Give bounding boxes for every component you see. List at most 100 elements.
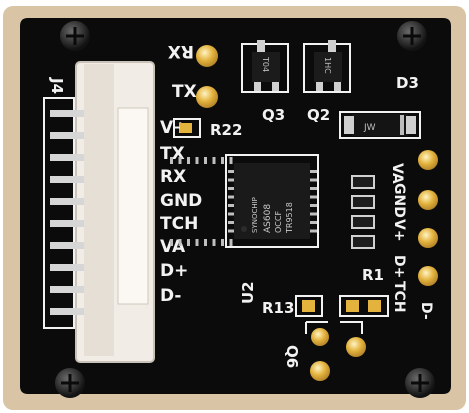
pin-label: D+ — [160, 261, 188, 281]
chip-pin — [212, 157, 216, 164]
pad-label: GND — [391, 183, 407, 218]
connector-pin — [50, 176, 84, 183]
chip-pin — [170, 157, 173, 164]
chip-pin — [204, 239, 207, 246]
q6-label: Q6 — [283, 345, 301, 368]
r1-footprint — [339, 295, 389, 317]
u2-label: U2 — [239, 281, 257, 304]
chip-pin — [195, 157, 199, 164]
r13-label: R13 — [262, 299, 294, 317]
connector-pin — [50, 132, 84, 139]
connector-pin — [50, 220, 84, 227]
connector-pin — [50, 264, 84, 271]
q2-label: Q2 — [307, 106, 330, 124]
chip-pin — [187, 239, 190, 246]
screw-icon — [60, 21, 90, 51]
chip-pin — [310, 221, 317, 224]
chip-brand: SYNOCHIP — [251, 197, 259, 233]
chip-pin — [178, 239, 182, 246]
chip-pin — [204, 157, 207, 164]
q2-transistor: 1HC — [303, 40, 351, 93]
r22-label: R22 — [210, 121, 242, 139]
chip-pin — [212, 239, 216, 246]
q6-outline — [305, 321, 328, 334]
chip-pin — [310, 170, 317, 173]
pad-label: V+ — [391, 219, 407, 242]
chip-pin — [228, 204, 235, 207]
connector-pin — [50, 198, 84, 205]
pad-label: TCH — [391, 281, 407, 313]
pin-label: GND — [160, 191, 202, 211]
chip-pin — [228, 187, 235, 190]
j4-label: J4 — [48, 77, 66, 94]
chip-pin — [310, 178, 317, 182]
pin-label: D- — [160, 286, 181, 306]
jst-connector — [75, 61, 155, 363]
gold-pad — [418, 190, 438, 210]
gold-pad — [418, 266, 438, 286]
svg-text:1HC: 1HC — [323, 57, 332, 74]
connector-pin — [50, 286, 84, 293]
connector-pin — [50, 110, 84, 117]
chip-pin — [221, 239, 224, 246]
connector-pin — [50, 242, 84, 249]
svg-text:JW: JW — [363, 123, 376, 133]
screw-icon — [55, 368, 85, 398]
chip-pin — [228, 195, 235, 199]
gold-pad — [310, 361, 330, 381]
smd-parts — [351, 175, 375, 249]
pad-label: VA — [389, 163, 405, 184]
chip-pin — [170, 239, 173, 246]
gold-pad — [346, 337, 366, 357]
d3-label: D3 — [396, 74, 419, 92]
svg-text:T04: T04 — [261, 56, 270, 72]
chip-pin — [178, 157, 182, 164]
q3-label: Q3 — [262, 106, 285, 124]
gold-pad — [418, 150, 438, 170]
gold-pad — [418, 228, 438, 248]
chip-pin — [229, 157, 233, 164]
rx-label: RX — [168, 41, 194, 61]
chip-pin — [310, 195, 317, 199]
chip-model: AS608 — [263, 204, 273, 233]
chip-pin — [228, 221, 235, 224]
chip-pin — [310, 187, 317, 190]
chip-pin — [310, 229, 317, 233]
gold-pad — [196, 86, 218, 108]
screw-icon — [405, 368, 435, 398]
chip-code: OCCF — [274, 211, 283, 233]
chip-pin — [228, 229, 235, 233]
chip-pin — [228, 178, 235, 182]
gold-pad — [196, 45, 218, 67]
gold-pad — [311, 328, 329, 346]
r13-footprint — [295, 295, 323, 317]
as608-chip: SYNOCHIP AS608 OCCF TR9518 — [170, 154, 319, 248]
j4-outline — [43, 97, 75, 329]
pad-label: D- — [418, 302, 434, 320]
chip-pin — [187, 157, 190, 164]
screw-icon — [397, 21, 427, 51]
connector-pin — [50, 308, 84, 315]
chip-pin — [228, 212, 235, 216]
connector-pin — [50, 154, 84, 161]
r1-label: R1 — [362, 266, 384, 284]
chip-pin — [229, 239, 233, 246]
chip-pin — [228, 170, 235, 173]
pad-label: D+ — [391, 255, 407, 278]
pin-label: RX — [160, 167, 186, 187]
q6-outline — [340, 321, 363, 334]
pin-label: VA — [160, 237, 186, 257]
d3-diode: JW — [339, 111, 421, 139]
q3-transistor: T04 — [241, 40, 289, 93]
tx-label: TX — [172, 82, 197, 102]
pin-label: TCH — [160, 214, 198, 234]
chip-pin — [310, 212, 317, 216]
chip-pin — [310, 204, 317, 207]
chip-pin — [195, 239, 199, 246]
connector-pins — [50, 110, 84, 315]
r22-footprint — [173, 118, 201, 138]
chip-pin — [221, 157, 224, 164]
chip-lot: TR9518 — [285, 202, 294, 234]
